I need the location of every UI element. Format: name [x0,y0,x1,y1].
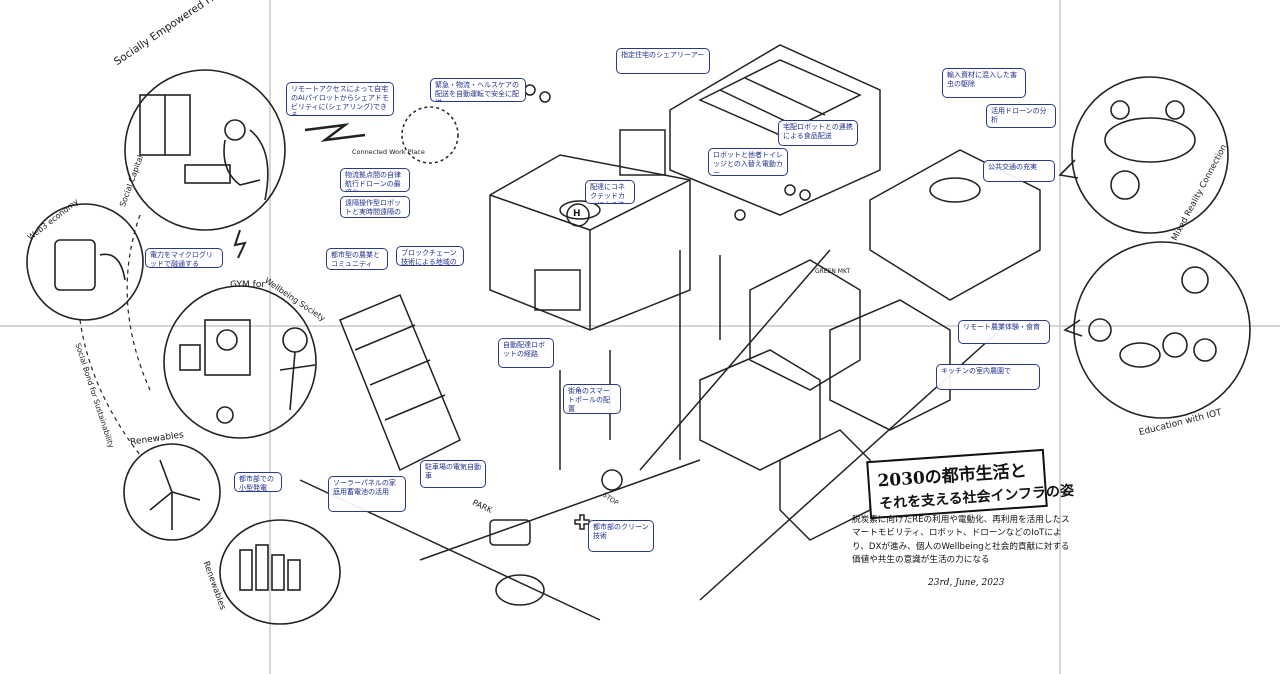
annotation-note: 輸入資材に混入した害虫の駆除 [942,68,1026,98]
green-market-label: GREEN MKT [815,268,851,275]
home-circle [124,69,286,231]
gym-circle [163,285,317,439]
annotation-note: ブロックチェーン技術による地域の電気 [396,246,464,266]
annotation-note: 宅配ロボットとの連携による食品配送 [778,120,858,146]
renewables-city-circle [219,519,341,625]
annotation-note: 公共交通の充実 [983,160,1055,182]
helipad-label: H [573,209,581,219]
annotation-note: リモート農業体験・食育 [958,320,1050,344]
annotation-note: 緊急・物流・ヘルスケアの配送を自動運転で安全に配送 [430,78,526,102]
annotation-note: 都市部のクリーン技術 [588,520,654,552]
signature-date: 23rd, June, 2023 [928,578,1005,588]
annotation-note: ソーラーパネルの家庭用蓄電池の活用 [328,476,406,512]
annotation-note: リモートアクセスによって自宅のAIパイロットからシェアドモビリティに(シェアリン… [286,82,394,116]
education-circle [1063,241,1251,419]
annotation-note: 自動配達ロボットの経路 [498,338,554,368]
annotation-note: 活用ドローンの分析 [986,104,1056,128]
annotation-note: 遠隔操作型ロボットと実時間遠隔の支援 [340,196,410,218]
annotation-note: キッチンの室内農園で [936,364,1040,390]
gym-circle-label: GYM for [230,280,266,290]
annotation-note: ロボットと他者トイレッジとの入替え電動カー [708,148,788,176]
annotation-note: 電力をマイクログリッドで融通する [145,248,223,268]
title-box: 2030の都市生活と それを支える社会インフラの姿 [866,448,1074,520]
annotation-note: 駐車場の電気自動車 [420,460,486,488]
connected-workplace-label: Connected Work Place [352,148,425,156]
annotation-note: 街角のスマートポールの配置 [563,384,621,414]
annotation-note: 指定住宅のシェアリーアー [616,48,710,74]
summary-text: 脱炭素に向けたREの利用や電動化、再利用を活用したスマートモビリティ、ロボット、… [852,515,1070,565]
annotation-note: 物流拠点間の自律航行ドローンの最適化 [340,168,410,192]
annotation-note: 配達にコネクテッドカーによる決済 [585,180,635,204]
annotation-note: 都市部での小型発電 [234,472,282,492]
renewables-circle [123,443,221,541]
annotation-note: 都市型の農業とコミュニティ [326,248,388,270]
web3-circle [26,203,144,321]
connector-arcs [79,214,151,456]
mixed-reality-circle [1058,76,1229,234]
